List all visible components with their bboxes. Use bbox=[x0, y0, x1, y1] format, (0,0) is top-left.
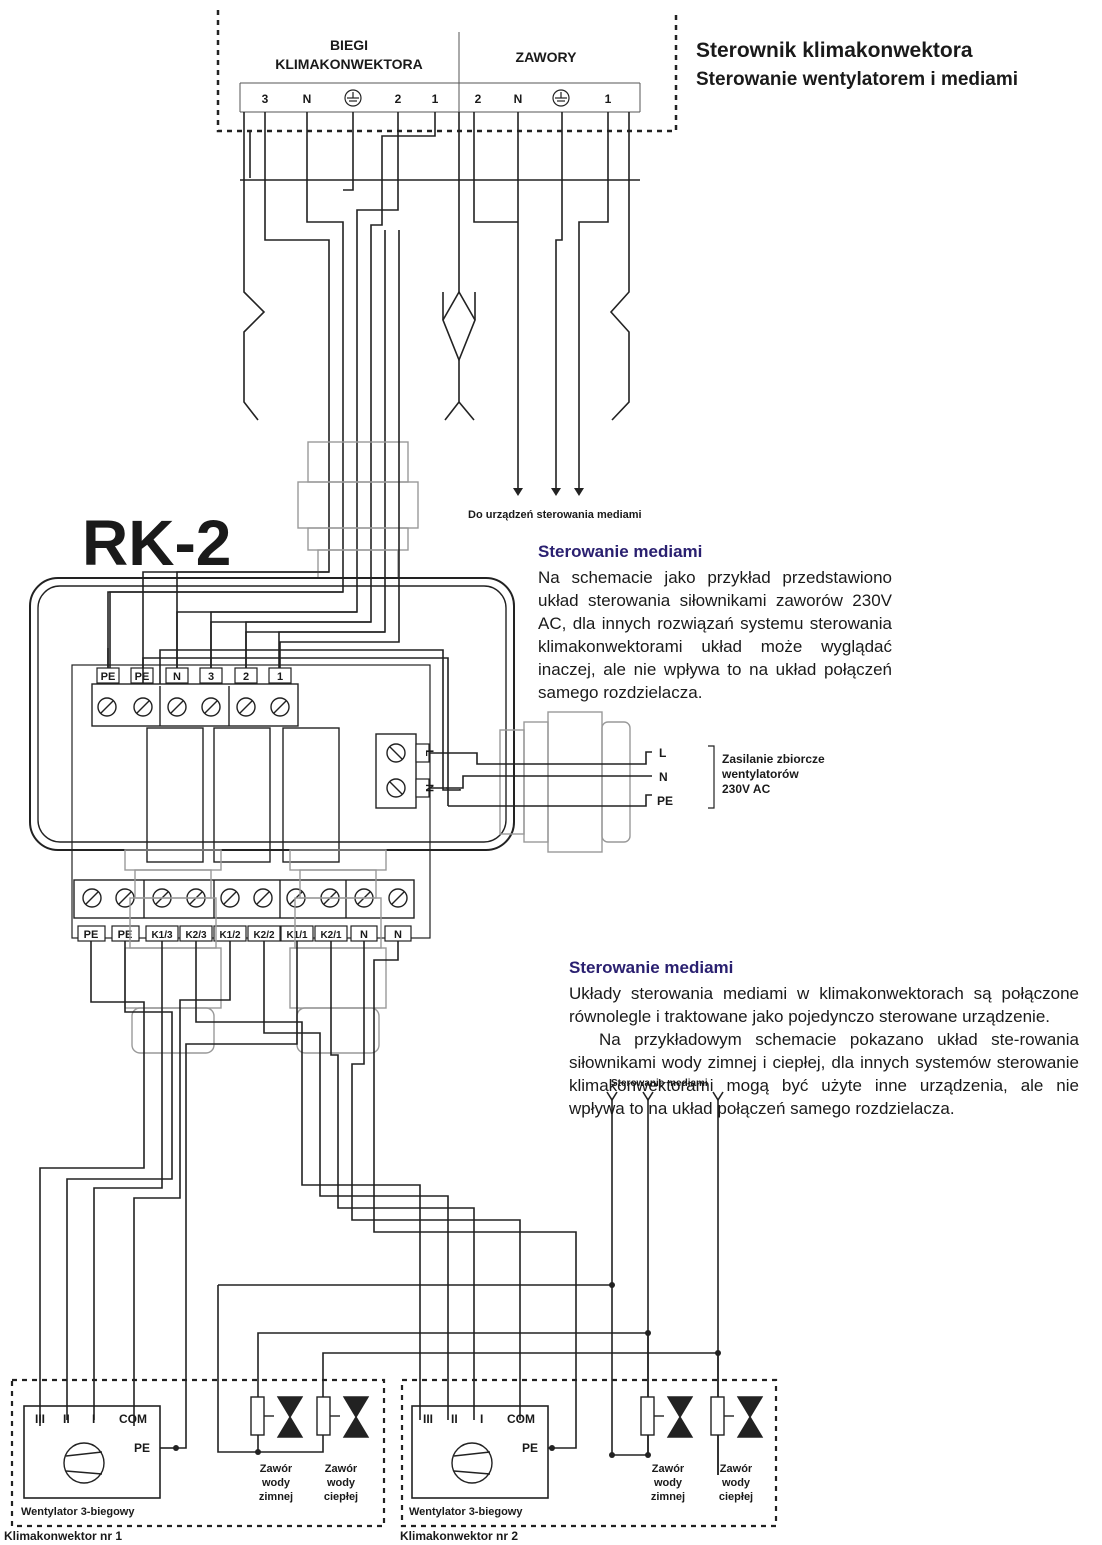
valve-hot-label: wody bbox=[326, 1477, 356, 1489]
note-2-text: Układy sterowania mediami w klimakonwekt… bbox=[569, 982, 1079, 1120]
fan-pe-terminal: PE bbox=[134, 1441, 150, 1455]
valve-hot-label: ciepłej bbox=[324, 1491, 358, 1503]
unit-1: III II I COM PE Wentylator 3-biegowy Zaw… bbox=[4, 1378, 386, 1543]
note-2-paragraph-1: Układy sterowania mediami w klimakonwekt… bbox=[569, 984, 1079, 1026]
valve-icon bbox=[640, 1396, 764, 1438]
cable-gland-side bbox=[499, 711, 631, 853]
junction-dots bbox=[173, 1282, 721, 1458]
device-top-terminal: N bbox=[173, 671, 181, 683]
device-top-terminal: 2 bbox=[243, 671, 249, 683]
valve-cold-label: Zawór bbox=[260, 1463, 293, 1475]
device-input-wires bbox=[107, 230, 400, 668]
top-terminal-block: PE PE N 3 2 1 bbox=[91, 667, 299, 727]
fan-terminal: COM bbox=[507, 1412, 535, 1426]
valve-cold-label: wody bbox=[261, 1477, 291, 1489]
arrow-down-icon bbox=[513, 488, 584, 496]
side-terminal-block: L N bbox=[375, 733, 435, 809]
power-label-3: 230V AC bbox=[722, 782, 771, 796]
fan-terminal: II bbox=[63, 1412, 70, 1426]
ground-symbol-icon bbox=[552, 89, 570, 107]
valve-hot-label: Zawór bbox=[325, 1463, 358, 1475]
valve-cold-label: zimnej bbox=[651, 1491, 685, 1503]
fan-terminal: COM bbox=[119, 1412, 147, 1426]
device-name: RK-2 bbox=[82, 507, 231, 579]
device-bottom-terminal: N bbox=[394, 929, 402, 941]
note-2-heading: Sterowanie mediami bbox=[569, 958, 734, 977]
power-label-1: Zasilanie zbiorcze bbox=[722, 752, 825, 766]
note-1-heading: Sterowanie mediami bbox=[538, 542, 703, 561]
top-valve-terminal: 1 bbox=[605, 92, 612, 106]
to-media-devices-label: Do urządzeń sterowania mediami bbox=[468, 509, 642, 521]
fan-label: Wentylator 3-biegowy bbox=[21, 1506, 135, 1518]
valve-cold-label: Zawór bbox=[652, 1463, 685, 1475]
fan-terminal: III bbox=[35, 1412, 45, 1426]
page-subtitle: Sterowanie wentylatorem i mediami bbox=[696, 69, 1018, 90]
note-2-paragraph-2: Na przykładowym schemacie pokazano układ… bbox=[569, 1030, 1079, 1118]
fan-icon bbox=[63, 1442, 105, 1484]
device-bottom-terminal: K2/3 bbox=[185, 930, 207, 941]
fan-terminal: II bbox=[451, 1412, 458, 1426]
fan-terminal: III bbox=[423, 1412, 433, 1426]
top-fan-terminal: 3 bbox=[262, 92, 269, 106]
ground-symbol-icon bbox=[344, 89, 362, 107]
device-bottom-terminal: PE bbox=[118, 929, 133, 941]
note-1-text: Na schemacie jako przykład przedstawiono… bbox=[538, 566, 892, 704]
top-fan-terminal: 2 bbox=[395, 92, 402, 106]
power-label-2: wentylatorów bbox=[721, 767, 799, 781]
cable-bundle bbox=[109, 112, 640, 672]
unit-terminal-wires bbox=[39, 1420, 552, 1449]
valve-cold-label: wody bbox=[653, 1477, 683, 1489]
unit-name: Klimakonwektor nr 2 bbox=[400, 1529, 518, 1543]
valve-icon bbox=[250, 1396, 370, 1438]
relay-modules bbox=[146, 727, 340, 863]
device-bottom-terminal: K1/3 bbox=[151, 930, 173, 941]
valve-cold-label: zimnej bbox=[259, 1491, 293, 1503]
fan-terminal: I bbox=[92, 1412, 95, 1426]
top-valve-terminal: N bbox=[514, 92, 523, 106]
fan-label: Wentylator 3-biegowy bbox=[409, 1506, 523, 1518]
fan-pe-terminal: PE bbox=[522, 1441, 538, 1455]
device-bottom-terminal: K1/1 bbox=[286, 930, 308, 941]
valves-label: ZAWORY bbox=[516, 49, 578, 65]
valve-hot-label: ciepłej bbox=[719, 1491, 753, 1503]
media-control-label: Sterowanie mediami bbox=[611, 1078, 708, 1089]
device-top-terminal: PE bbox=[101, 671, 116, 683]
device-bottom-terminal: K2/1 bbox=[320, 930, 342, 941]
device-top-terminal: PE bbox=[135, 671, 150, 683]
fan-icon bbox=[451, 1442, 493, 1484]
bottom-terminal-block: PE PE K1/3 K2/3 K1/2 K2/2 K1/1 K2/1 N N bbox=[73, 879, 415, 942]
device-bottom-terminal: K2/2 bbox=[253, 930, 275, 941]
fan-speeds-label-2: KLIMAKONWEKTORA bbox=[275, 56, 423, 72]
top-fan-terminal: N bbox=[303, 92, 312, 106]
device-bottom-terminal: K1/2 bbox=[219, 930, 241, 941]
power-line-label: L bbox=[659, 746, 666, 760]
unit-name: Klimakonwektor nr 1 bbox=[4, 1529, 122, 1543]
power-line-label: N bbox=[659, 770, 668, 784]
top-terminal-panel: BIEGI KLIMAKONWEKTORA ZAWORY 3 N 2 1 2 N… bbox=[216, 10, 678, 133]
top-fan-terminal: 1 bbox=[432, 92, 439, 106]
note-1-paragraph: Na schemacie jako przykład przedstawiono… bbox=[538, 568, 892, 702]
device-top-terminal: 3 bbox=[208, 671, 214, 683]
power-line-label: PE bbox=[657, 794, 673, 808]
valve-hot-label: wody bbox=[721, 1477, 751, 1489]
device-bottom-terminal: N bbox=[360, 929, 368, 941]
top-valve-terminal: 2 bbox=[475, 92, 482, 106]
fan-terminal: I bbox=[480, 1412, 483, 1426]
media-control-connector-icon bbox=[606, 1091, 724, 1102]
unit-2: III II I COM PE Wentylator 3-biegowy Zaw… bbox=[400, 1378, 778, 1543]
valve-hot-label: Zawór bbox=[720, 1463, 753, 1475]
device-top-terminal: 1 bbox=[277, 671, 283, 683]
output-wires bbox=[39, 941, 577, 1449]
cable-gland-bottom bbox=[124, 849, 387, 1054]
cable-gland-top bbox=[297, 441, 419, 579]
fan-speeds-label-1: BIEGI bbox=[330, 37, 368, 53]
device-bottom-terminal: PE bbox=[84, 929, 99, 941]
page-title: Sterownik klimakonwektora bbox=[696, 39, 973, 62]
